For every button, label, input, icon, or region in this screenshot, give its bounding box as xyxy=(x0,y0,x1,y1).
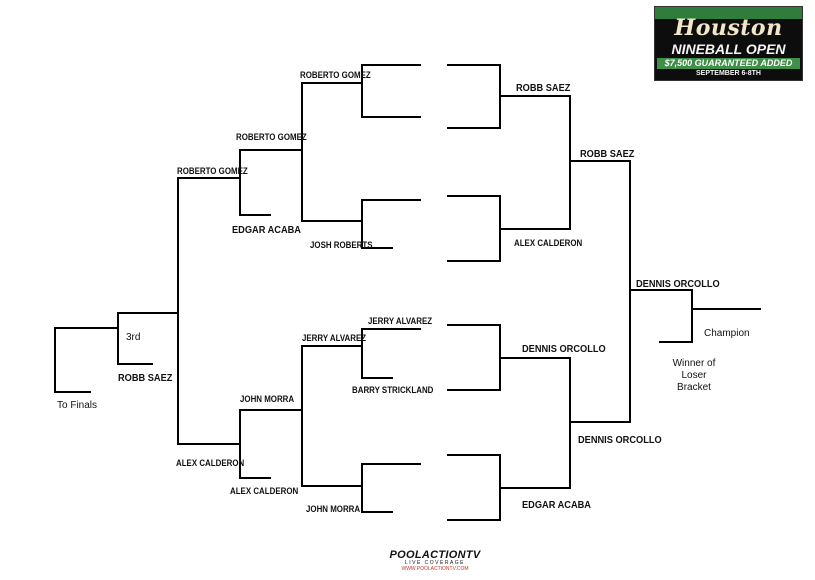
winner-r1-top: ROBB SAEZ xyxy=(516,82,570,94)
loser-a2-second: EDGAR ACABA xyxy=(232,224,301,236)
bracket-line xyxy=(240,150,270,215)
loser-a2-fourth: ALEX CALDERON xyxy=(230,486,298,496)
loser-a2-top: ROBERTO GOMEZ xyxy=(236,132,307,142)
loser-a1-top: ROBERTO GOMEZ xyxy=(300,70,371,80)
houston-nineball-open-logo: Houston NINEBALL OPEN $7,500 GUARANTEED … xyxy=(654,6,803,81)
poolactiontv-logo: POOLACTIONTV LIVE COVERAGE WWW.POOLACTIO… xyxy=(360,549,510,572)
loser-a1-third: JERRY ALVAREZ xyxy=(302,333,366,343)
bracket-line xyxy=(240,410,270,478)
logo-title: Houston xyxy=(655,15,802,41)
to-finals-label: To Finals xyxy=(57,400,97,412)
winner-r2-top: ROBB SAEZ xyxy=(580,148,634,160)
bracket-line xyxy=(448,325,500,390)
bracket-line xyxy=(55,328,90,392)
logo-subtitle: NINEBALL OPEN xyxy=(655,41,802,57)
winner-r1-second: ALEX CALDERON xyxy=(514,238,582,248)
bracket-line xyxy=(660,290,692,342)
loser-inner-top: JERRY ALVAREZ xyxy=(368,316,432,326)
winner-of-line-1: Winner of xyxy=(664,358,724,370)
loser-a1-fourth: JOHN MORRA xyxy=(306,504,360,514)
bracket-line xyxy=(448,65,500,128)
loser-a3-bottom: ALEX CALDERON xyxy=(176,458,244,468)
logo-dates: SEPTEMBER 6-8TH xyxy=(655,70,802,77)
winner-final: DENNIS ORCOLLO xyxy=(636,278,720,290)
winner-of-line-2: Loser xyxy=(664,370,724,382)
loser-a1-second: JOSH ROBERTS xyxy=(310,240,372,250)
bracket-line xyxy=(448,455,500,520)
bracket-line xyxy=(448,196,500,261)
winner-r2-bottom: DENNIS ORCOLLO xyxy=(578,434,662,446)
loser-a3-top: ROBERTO GOMEZ xyxy=(177,166,248,176)
loser-inner-bottom: BARRY STRICKLAND xyxy=(352,385,433,395)
champion-label: Champion xyxy=(704,328,750,340)
footer-url: WWW.POOLACTIONTV.COM xyxy=(360,566,510,572)
third-place-label: 3rd xyxy=(126,332,140,344)
winner-r1-fourth: EDGAR ACABA xyxy=(522,499,591,511)
winner-r1-third: DENNIS ORCOLLO xyxy=(522,343,606,355)
logo-prize: $7,500 GUARANTEED ADDED xyxy=(657,58,800,69)
winner-of-line-3: Bracket xyxy=(664,382,724,394)
third-place-name: ROBB SAEZ xyxy=(118,372,172,384)
loser-a2-third: JOHN MORRA xyxy=(240,394,294,404)
winner-of-loser-bracket-label: Winner of Loser Bracket xyxy=(664,358,724,394)
